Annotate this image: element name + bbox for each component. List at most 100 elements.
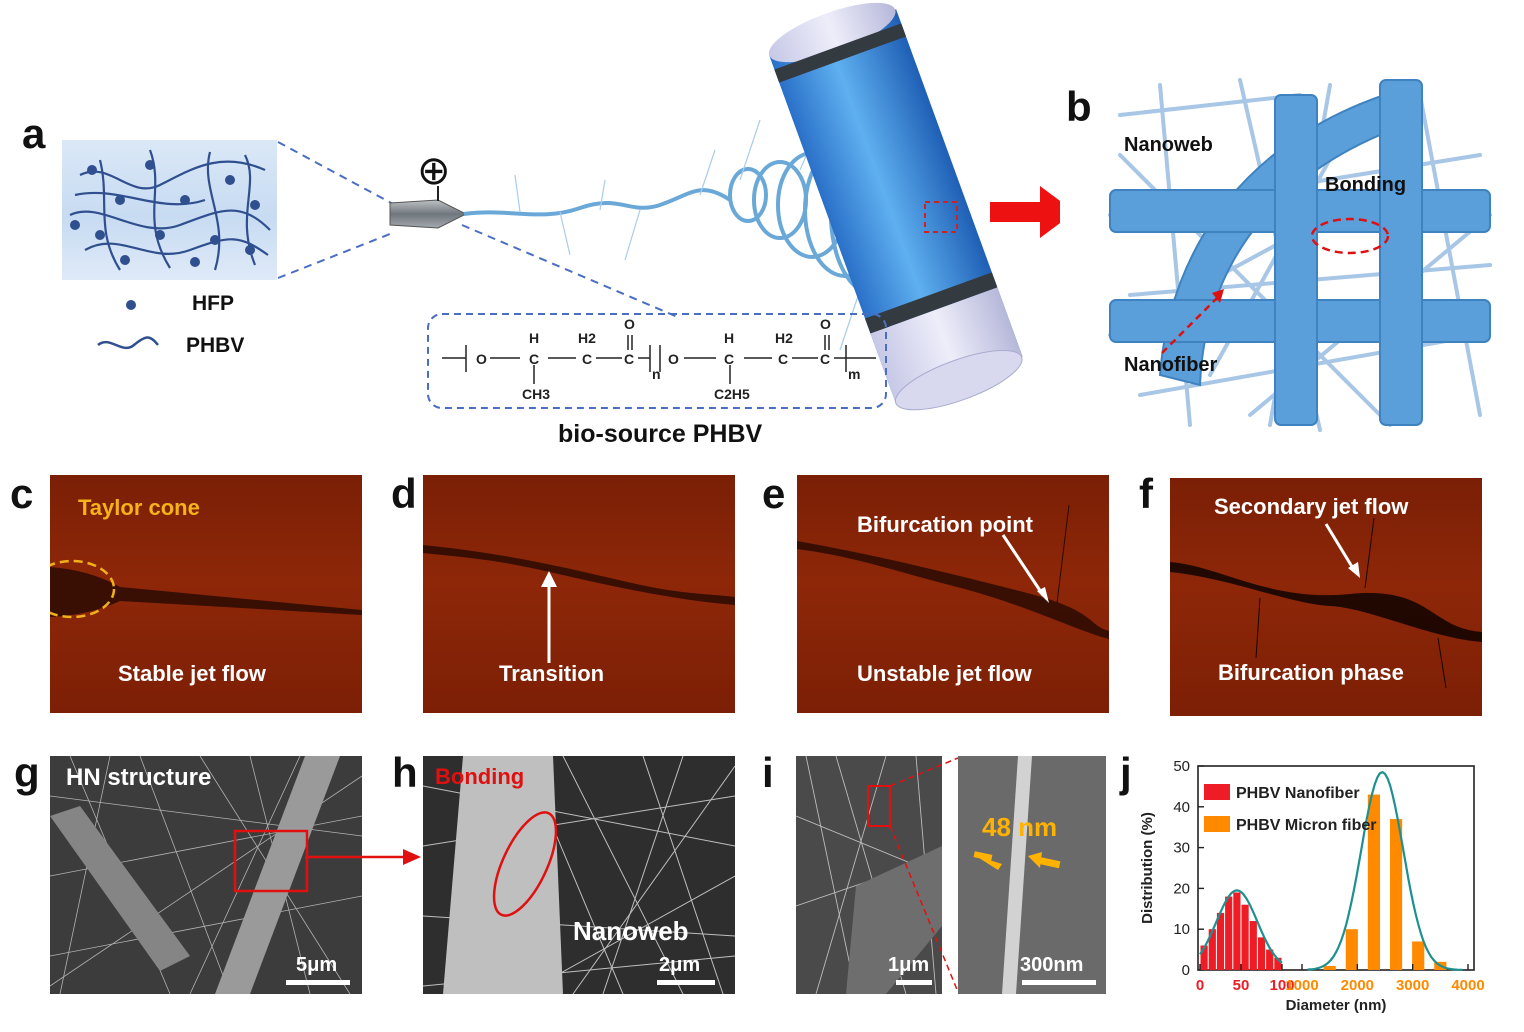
- panel-label-c: c: [10, 470, 34, 517]
- legend-swatch-micron-fiber: [1204, 816, 1230, 832]
- x-tick-label-micron: 4000: [1451, 977, 1484, 994]
- formula-m: m: [848, 366, 861, 382]
- bar-nanofiber: [1274, 957, 1282, 970]
- scale-bar-h: [657, 980, 715, 985]
- panel-label-b: b: [1066, 83, 1092, 130]
- panel-label-j: j: [1120, 749, 1132, 796]
- bar-nanofiber: [1233, 892, 1241, 970]
- label-48nm: 48 nm: [982, 812, 1058, 842]
- label-unstable-jet: Unstable jet flow: [857, 661, 1032, 686]
- plus-symbol: ⊕: [417, 149, 451, 193]
- legend-label-nanofiber: PHBV Nanofiber: [1236, 785, 1360, 802]
- nanoweb-illustration: [1108, 78, 1492, 432]
- panel-f-image: Secondary jet flow Bifurcation phase: [1170, 478, 1482, 716]
- panel-label-i: i: [762, 749, 774, 796]
- x-tick-label-micron: 2000: [1341, 977, 1374, 994]
- panel-label-e: e: [762, 470, 786, 517]
- formula-c6: C: [820, 351, 831, 367]
- label-nanoweb-sem: Nanoweb: [573, 916, 689, 946]
- bar-nanofiber: [1257, 937, 1266, 970]
- y-tick-label: 20: [1173, 880, 1190, 897]
- formula-h2: H: [724, 330, 735, 346]
- y-tick-label: 40: [1173, 799, 1190, 816]
- formula-c1: C: [529, 351, 540, 367]
- bar-micron-fiber: [1367, 794, 1381, 970]
- arrow-g-to-h: [305, 849, 421, 865]
- bar-nanofiber: [1249, 921, 1257, 970]
- bar-nanofiber: [1225, 896, 1233, 970]
- bar-micron-fiber: [1389, 819, 1403, 970]
- x-tick-label-nano: 0: [1196, 977, 1204, 994]
- caption-bio-source: bio-source PHBV: [558, 420, 763, 448]
- plot-frame: [1197, 765, 1475, 971]
- y-tick-label: 10: [1173, 921, 1190, 938]
- legend-label-micron-fiber: PHBV Micron fiber: [1236, 817, 1376, 834]
- bar-nanofiber: [1241, 904, 1249, 970]
- solution-illustration: [69, 2, 1060, 411]
- formula-h1: H: [529, 330, 540, 346]
- y-axis-label: Distribution (%): [1139, 812, 1156, 924]
- label-nanoweb: Nanoweb: [1124, 134, 1213, 156]
- scale-2um: 2μm: [659, 954, 701, 976]
- formula-n: n: [652, 366, 661, 382]
- panel-b: Nanoweb Bonding Nanofiber: [1100, 75, 1500, 435]
- label-stable-jet: Stable jet flow: [118, 661, 266, 686]
- fit-curve-nanofiber: [1199, 889, 1283, 964]
- panel-d-image: Transition: [423, 475, 735, 713]
- scale-bar-i-right: [1022, 980, 1096, 985]
- bar-micron-fiber: [1412, 941, 1425, 970]
- bar-micron-fiber: [1345, 929, 1358, 970]
- panel-e-image: Bifurcation point Unstable jet flow: [797, 475, 1109, 713]
- formula-ch3: CH3: [522, 386, 551, 402]
- panel-c-image: Taylor cone Stable jet flow: [50, 475, 362, 713]
- panel-label-a: a: [22, 110, 46, 157]
- formula-h2-1: H2: [578, 330, 596, 346]
- panel-i-left-sem: 1μm: [796, 756, 942, 994]
- formula-c5: C: [778, 351, 789, 367]
- scale-1um: 1μm: [888, 954, 930, 976]
- legend-phbv-label: PHBV: [186, 334, 245, 357]
- panel-label-f: f: [1139, 470, 1153, 517]
- legend-swatch-nanofiber: [1204, 784, 1230, 800]
- bar-nanofiber: [1266, 949, 1274, 970]
- x-tick-label-micron: 3000: [1396, 977, 1429, 994]
- y-tick-label: 30: [1173, 840, 1190, 857]
- bar-nanofiber: [1208, 929, 1216, 970]
- panel-label-d: d: [391, 470, 417, 517]
- scale-5um: 5μm: [296, 954, 338, 976]
- legend-hfp-label: HFP: [192, 292, 234, 315]
- x-axis-label: Diameter (nm): [1286, 997, 1387, 1014]
- label-bonding: Bonding: [1325, 174, 1407, 196]
- formula-o2: O: [624, 316, 635, 332]
- label-bonding-sem: Bonding: [435, 764, 525, 789]
- scale-bar-g: [286, 980, 350, 985]
- label-bifurcation-point: Bifurcation point: [857, 512, 1033, 537]
- label-transition: Transition: [499, 661, 605, 686]
- panel-i-right-sem: 48 nm 300nm: [958, 756, 1106, 994]
- label-nanofiber: Nanofiber: [1124, 354, 1218, 376]
- formula-o3: O: [668, 351, 679, 367]
- y-tick-label: 0: [1182, 962, 1190, 979]
- panel-h-sem: Bonding Nanoweb 2μm: [423, 756, 735, 994]
- bar-micron-fiber: [1323, 965, 1336, 970]
- fit-curve-micron-fiber: [1307, 770, 1463, 971]
- panel-label-h: h: [392, 749, 418, 796]
- bar-nanofiber: [1200, 945, 1208, 970]
- x-tick-label-micron: 1000: [1285, 977, 1318, 994]
- bar-nanofiber: [1216, 912, 1225, 970]
- label-secondary-jet: Secondary jet flow: [1214, 494, 1409, 519]
- chemical-formula: O H C CH3 H2 C O C n O H C C2H5 H2 C O C…: [0, 0, 1060, 460]
- zoom-lines-i: [890, 757, 959, 993]
- label-taylor-cone: Taylor cone: [78, 495, 200, 520]
- panel-g-sem: HN structure 5μm: [50, 756, 362, 994]
- label-hn-structure: HN structure: [66, 764, 212, 791]
- formula-o4: O: [820, 316, 831, 332]
- panel-label-g: g: [14, 749, 40, 796]
- y-tick-label: 50: [1173, 758, 1190, 775]
- scale-300nm: 300nm: [1020, 954, 1084, 976]
- formula-c2h5: C2H5: [714, 386, 750, 402]
- formula-h2-2: H2: [775, 330, 793, 346]
- x-tick-label-nano: 100: [1269, 977, 1294, 994]
- formula-c2: C: [582, 351, 593, 367]
